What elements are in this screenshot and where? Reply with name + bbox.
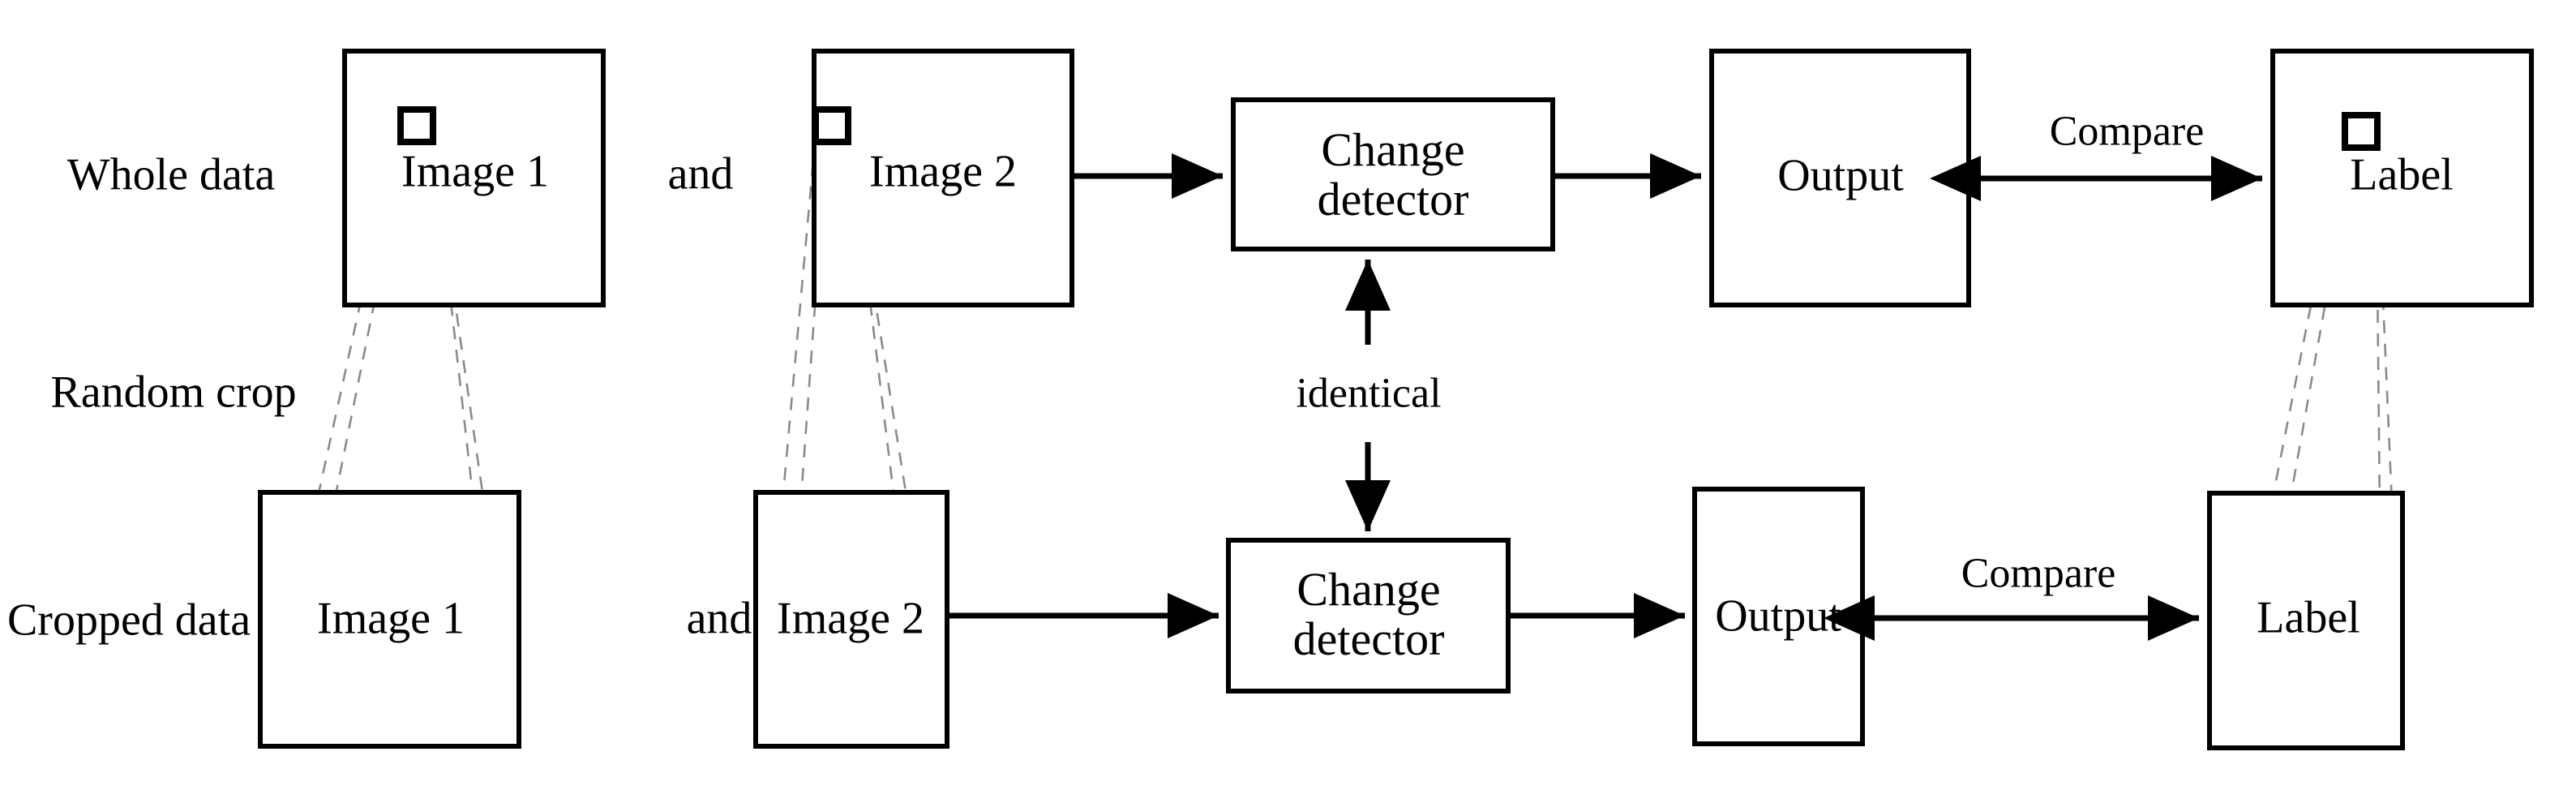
row-label-cropped-data: Cropped data <box>6 595 251 646</box>
top-change-detector-line1: Change <box>1321 123 1465 177</box>
top-compare-label: Compare <box>2049 108 2205 155</box>
bottom-label-box <box>2207 491 2405 750</box>
top-image1-box <box>342 49 606 307</box>
top-change-detector-line2: detector <box>1317 173 1469 225</box>
top-label-crop-marker <box>2342 112 2381 151</box>
bottom-label-box-label: Label <box>2257 592 2360 643</box>
top-conjunction-and: and <box>667 148 734 200</box>
bottom-change-detector-line2: detector <box>1292 612 1445 665</box>
top-label-box <box>2270 49 2534 307</box>
bottom-change-detector-box <box>1226 538 1511 694</box>
bottom-image2-box <box>753 490 949 749</box>
bottom-change-detector-line1: Change <box>1297 563 1441 616</box>
top-change-detector-label: Change detector <box>1317 123 1469 225</box>
bottom-image1-box <box>258 490 521 749</box>
bottom-conjunction-and: and <box>686 593 752 644</box>
bottom-change-detector-label: Change detector <box>1293 565 1445 664</box>
top-image1-crop-marker <box>397 106 436 145</box>
bottom-image2-label: Image 2 <box>777 593 924 644</box>
bottom-image1-label: Image 1 <box>317 593 465 644</box>
row-label-whole-data: Whole data <box>66 149 276 200</box>
bottom-compare-label: Compare <box>1961 550 2116 597</box>
identical-label: identical <box>1296 370 1442 417</box>
top-label-box-label: Label <box>2350 149 2454 200</box>
bottom-output-label: Output <box>1715 591 1841 642</box>
top-image2-label: Image 2 <box>869 146 1017 197</box>
top-image1-label: Image 1 <box>401 146 549 197</box>
row-label-random-crop: Random crop <box>50 367 297 418</box>
top-output-label: Output <box>1777 150 1904 201</box>
top-image2-crop-marker <box>812 106 851 145</box>
